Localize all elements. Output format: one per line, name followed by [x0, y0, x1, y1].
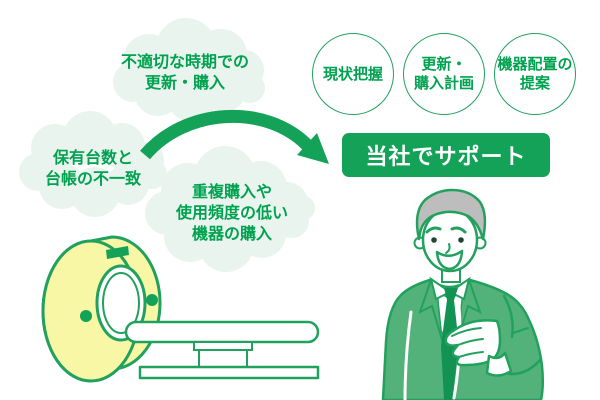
thought-cloud-shape-top — [113, 18, 265, 122]
support-banner: 当社でサポート — [342, 133, 550, 177]
thought-cloud-shape-left — [19, 111, 167, 217]
pocket-line — [512, 327, 529, 334]
service-circle-label: 現状把握 — [322, 64, 383, 83]
service-circle-label: 機器配置の 提案 — [497, 55, 573, 92]
arrow-icon — [140, 109, 329, 164]
finger-line-2 — [457, 338, 484, 346]
patient-bed — [124, 320, 320, 344]
thought-cloud-shape-bottom — [145, 146, 315, 272]
bed-column — [198, 349, 248, 368]
person-eyebrow-left — [425, 226, 442, 234]
person-eye-left — [431, 237, 437, 243]
shirt-collar-left — [429, 276, 452, 301]
problem-cloud-label-3: 重複購入や 使用頻度の低い 機器の購入 — [175, 181, 289, 243]
ct-scanner-illustration — [41, 235, 320, 383]
suit-seam — [403, 310, 413, 400]
gantry-indicator — [106, 246, 129, 259]
service-circle-current-status: 現状把握 — [312, 33, 394, 115]
finger-line-3 — [458, 351, 484, 358]
gantry-bore-ring — [102, 272, 140, 334]
bed-flange — [193, 341, 253, 351]
tie-knot — [444, 288, 458, 300]
gantry-dot-left — [80, 310, 92, 322]
problem-cloud-label-2: 保有台数と 台帳の不一致 — [44, 148, 142, 188]
gantry-dot-right — [146, 294, 158, 306]
shirt-cuff — [485, 351, 513, 377]
person-eyebrow-right — [450, 226, 467, 234]
person-nose — [445, 243, 451, 254]
forearm-line — [507, 358, 542, 376]
finger-line-1 — [451, 327, 482, 337]
service-circle-label: 更新・ 購入計画 — [413, 55, 474, 92]
service-circle-purchase-plan: 更新・ 購入計画 — [403, 33, 485, 115]
tie-body — [441, 300, 459, 400]
service-circle-placement-proposal: 機器配置の 提案 — [494, 33, 576, 115]
person-eye-right — [458, 237, 464, 243]
person-mouth — [435, 249, 464, 271]
person-illustration — [381, 188, 545, 400]
bed-base — [138, 365, 320, 380]
suit-lapel-left — [418, 279, 444, 344]
person-hair — [415, 188, 487, 241]
problem-cloud-label-1: 不適切な時期での 更新・購入 — [120, 52, 250, 92]
